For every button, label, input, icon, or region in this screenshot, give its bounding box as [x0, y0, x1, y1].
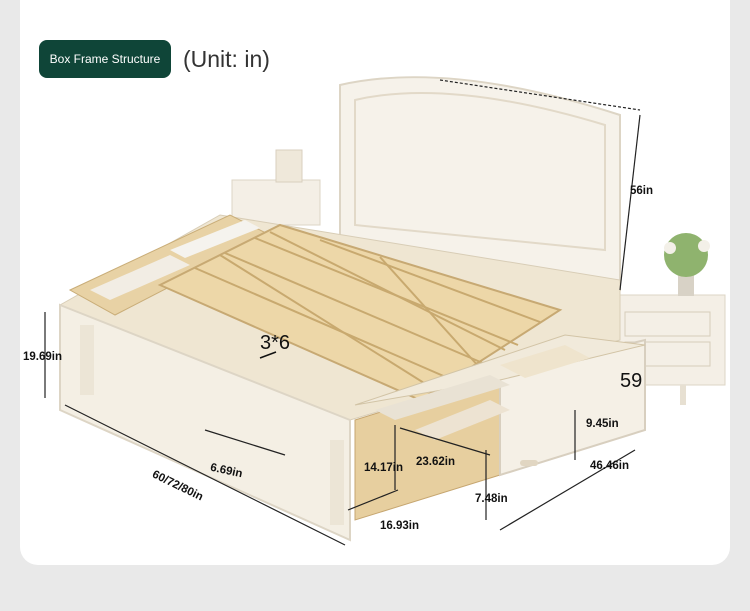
drawer-inner-height-label: 7.48in: [475, 493, 508, 505]
drawer-side-height-label: 9.45in: [586, 418, 619, 430]
headboard-height-label: 56in: [630, 185, 654, 197]
slat-spec-label: 3*6: [260, 332, 291, 354]
bed-illustration: [44, 76, 726, 546]
drawer-width-label: 23.62in: [416, 456, 455, 468]
side-height-label: 19.69in: [23, 351, 62, 363]
product-card: Box Frame Structure (Unit: in) 56in 19.6…: [20, 0, 730, 565]
drawer-depth-label: 16.93in: [380, 520, 419, 532]
drawer-height-label: 14.17in: [364, 462, 403, 474]
section-badge: Box Frame Structure: [39, 40, 171, 78]
unit-label: (Unit: in): [183, 46, 270, 72]
drawer-number-label: 59: [620, 370, 643, 392]
drawer-length-label: 46.46in: [590, 460, 629, 472]
